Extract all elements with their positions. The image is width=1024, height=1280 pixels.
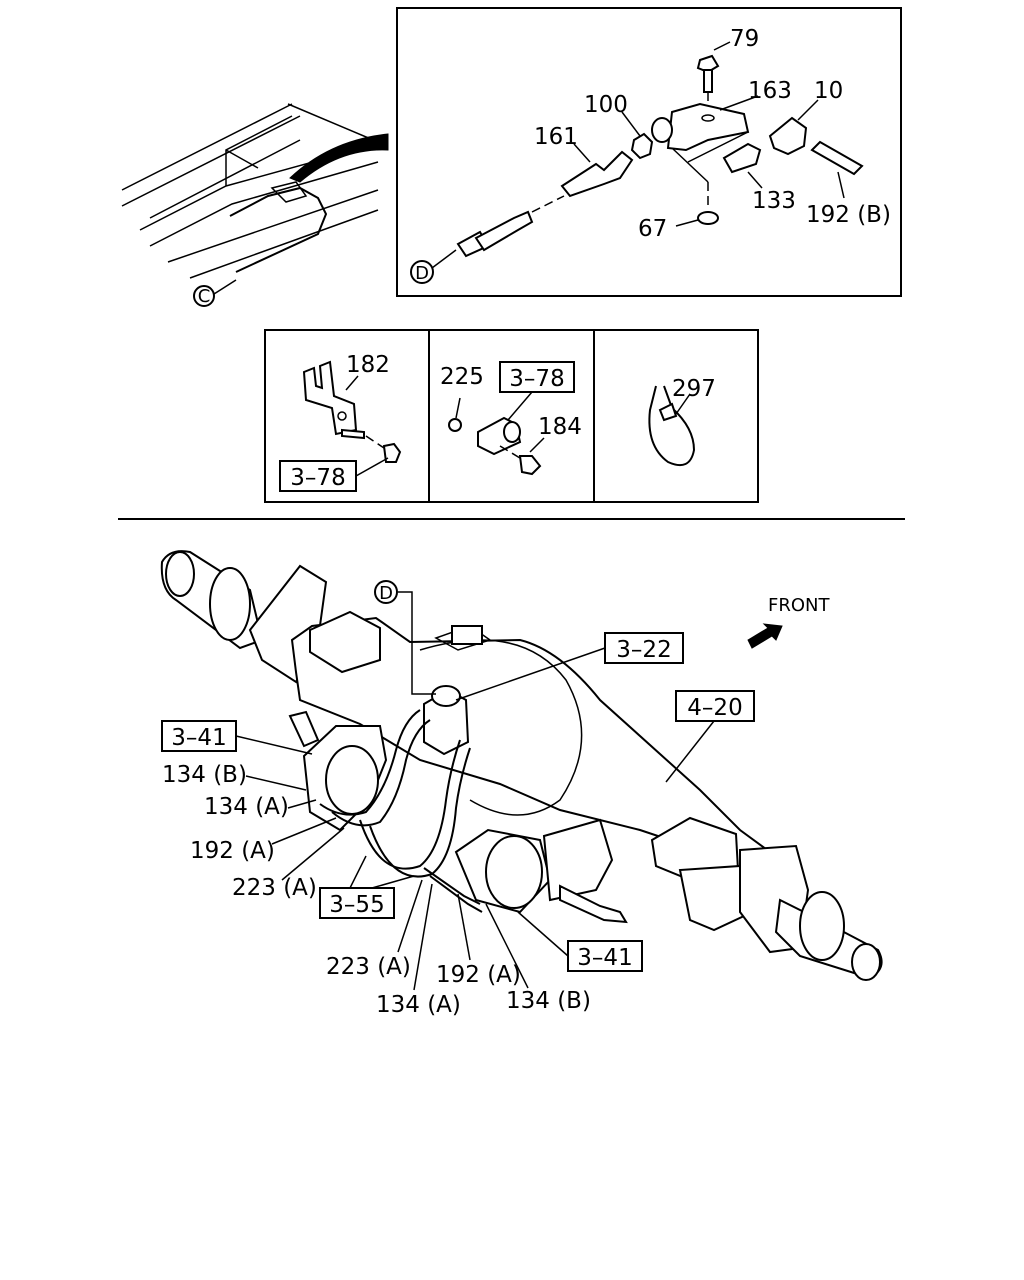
left-callouts: 134 (B) 134 (A) 192 (A) 223 (A) [162, 762, 345, 901]
callout-134b-bottom: 134 (B) [506, 988, 591, 1014]
bottom-callouts: 223 (A) 192 (A) 134 (A) 134 (B) [326, 879, 591, 1018]
clamp-panel: 225 3–78 184 [440, 361, 582, 476]
callout-192b: 192 (B) [806, 202, 891, 228]
callout-297: 297 [672, 376, 716, 402]
cable-tie-panel: 297 [648, 376, 716, 466]
ref-3-55: 3–55 [329, 892, 384, 918]
callout-223a-bottom: 223 (A) [326, 954, 411, 980]
elbow-10-icon [768, 116, 808, 156]
callout-10: 10 [814, 78, 843, 104]
ref-3-78-clamp: 3–78 [509, 366, 564, 392]
ref-3-22: 3–22 [616, 637, 671, 663]
callout-134a-bottom: 134 (A) [376, 992, 461, 1018]
front-arrow-icon [747, 623, 783, 649]
ref-3-78-bracket: 3–78 [290, 465, 345, 491]
detail-panels: 182 3–78 225 3–78 184 297 [264, 329, 759, 503]
nut-100-icon [630, 132, 654, 160]
circle-label-d-main: D [379, 583, 393, 604]
frame-rail-sketch: C [121, 103, 389, 307]
bracket-182-panel: 182 3–78 [279, 352, 402, 492]
connector-inset: 79 163 10 100 161 133 192 (B) 67 D [396, 7, 902, 297]
circle-label-d-inset: D [415, 263, 429, 284]
callout-79: 79 [730, 26, 759, 52]
front-label: FRONT [768, 595, 830, 616]
callout-192a-bottom: 192 (A) [436, 962, 521, 988]
fitting-161-icon [560, 150, 634, 198]
callout-184: 184 [538, 414, 582, 440]
connection-d-marker: D [374, 580, 436, 695]
callout-192a-left: 192 (A) [190, 838, 275, 864]
tube-192b-icon [810, 140, 864, 176]
callout-134b-left: 134 (B) [162, 762, 247, 788]
axle-assembly [160, 550, 883, 981]
callout-133: 133 [752, 188, 796, 214]
callout-134a-left: 134 (A) [204, 794, 289, 820]
bracket-163-icon [666, 102, 750, 152]
callout-182: 182 [346, 352, 390, 378]
ref-3-41-left: 3–41 [171, 725, 226, 751]
front-indicator: FRONT [747, 595, 830, 649]
callout-163: 163 [748, 78, 792, 104]
circle-label-c: C [198, 286, 211, 307]
ref-4-20: 4–20 [687, 695, 742, 721]
fitting-133-icon [722, 142, 762, 174]
callout-100: 100 [584, 92, 628, 118]
callout-161: 161 [534, 124, 578, 150]
callout-223a-left: 223 (A) [232, 875, 317, 901]
connector-d-icon [456, 195, 565, 258]
bolt-79-icon [696, 54, 720, 118]
callout-67: 67 [638, 216, 667, 242]
callout-225: 225 [440, 364, 484, 390]
ref-3-41-right: 3–41 [577, 945, 632, 971]
nut-67-icon [697, 182, 719, 225]
main-refs: 3–22 4–20 3–41 3–55 3–41 [161, 632, 755, 972]
